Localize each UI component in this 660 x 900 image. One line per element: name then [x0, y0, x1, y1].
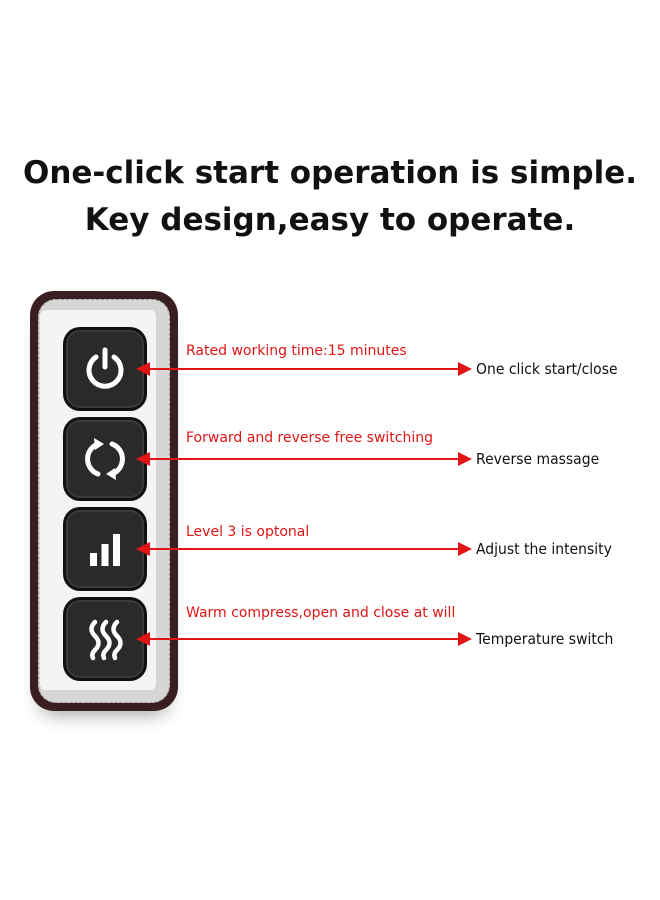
power-button[interactable] — [66, 330, 144, 408]
label-heat: Temperature switch — [476, 630, 614, 648]
power-icon — [86, 347, 124, 389]
arrow-1-right-head — [458, 362, 472, 376]
arrow-4-right-head — [458, 632, 472, 646]
headline-line-1: One-click start operation is simple. — [22, 155, 637, 191]
intensity-button[interactable] — [66, 510, 144, 588]
annotation-heat: Warm compress,open and close at will — [186, 605, 456, 621]
heat-waves-icon — [89, 619, 123, 661]
label-power: One click start/close — [476, 360, 618, 378]
annotation-intensity: Level 3 is optonal — [186, 524, 310, 540]
reverse-arrows-icon — [85, 438, 125, 480]
headline: One-click start operation is simple. Key… — [0, 150, 660, 244]
arrow-3-right-head — [458, 542, 472, 556]
headline-line-2: Key design,easy to operate. — [84, 202, 576, 238]
annotation-power: Rated working time:15 minutes — [186, 343, 407, 359]
signal-bars-icon — [90, 534, 120, 566]
annotation-reverse: Forward and reverse free switching — [186, 430, 434, 446]
label-intensity: Adjust the intensity — [476, 540, 612, 558]
label-reverse: Reverse massage — [476, 450, 600, 468]
reverse-button[interactable] — [66, 420, 144, 498]
heat-button[interactable] — [66, 600, 144, 678]
arrow-2-right-head — [458, 452, 472, 466]
